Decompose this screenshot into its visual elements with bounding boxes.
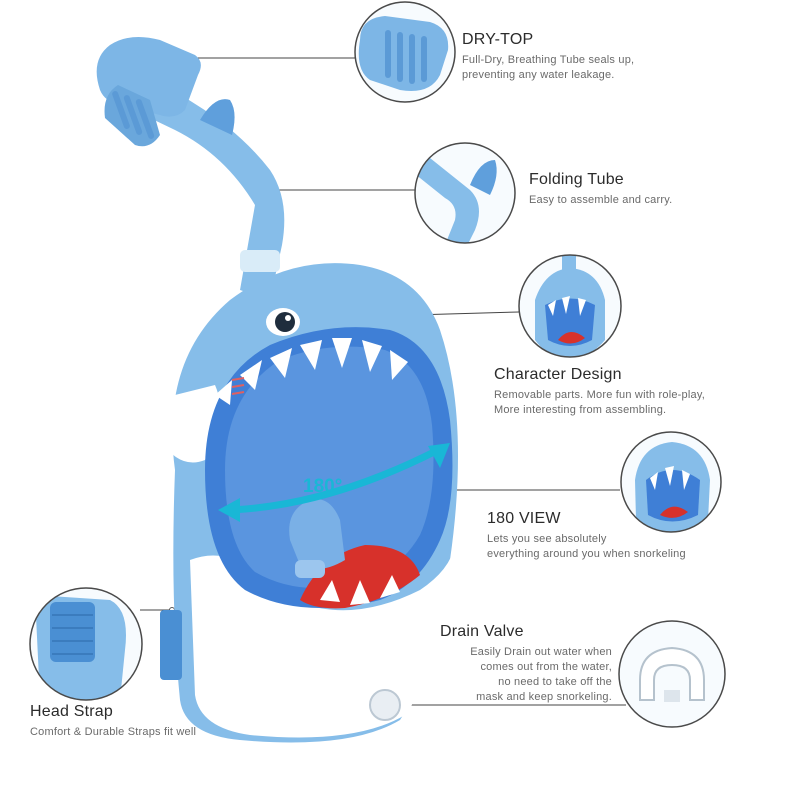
feature-desc: Easily Drain out water when comes out fr… [470,646,612,703]
feature-folding-tube: Folding Tube Easy to assemble and carry. [529,170,672,208]
feature-character-design: Character Design Removable parts. More f… [494,365,705,418]
view-arc-arrow [218,443,450,522]
feature-title: 180 VIEW [487,510,561,527]
feature-desc: Full-Dry, Breathing Tube seals up, preve… [462,54,635,81]
feature-title: Character Design [494,366,622,383]
feature-title: Drain Valve [440,623,524,640]
drain-valve [369,689,401,721]
side-fin [157,385,221,463]
upper-teeth [215,338,408,405]
shark-snorkel-mask [96,36,458,743]
feature-desc: Lets you see absolutely everything aroun… [487,533,686,560]
closeup-circles [29,1,726,728]
feature-head-strap: Head Strap Comfort & Durable Straps fit … [30,702,196,740]
feature-180-view: 180 VIEW Lets you see absolutely everyth… [487,509,686,562]
feature-title: Folding Tube [529,171,624,188]
feature-desc: Comfort & Durable Straps fit well [30,726,197,738]
feature-title: Head Strap [30,703,113,720]
view-angle-label: 180° [303,476,342,497]
feature-dry-top: DRY-TOP Full-Dry, Breathing Tube seals u… [462,30,634,83]
head-strap-band [160,610,182,680]
feature-desc: Removable parts. More fun with role-play… [494,389,705,416]
shark-eye [266,308,300,336]
snorkel-tube [96,36,285,300]
feature-title: DRY-TOP [462,31,534,48]
feature-desc: Easy to assemble and carry. [529,194,673,206]
feature-drain-valve: Drain Valve Easily Drain out water when … [440,622,612,705]
